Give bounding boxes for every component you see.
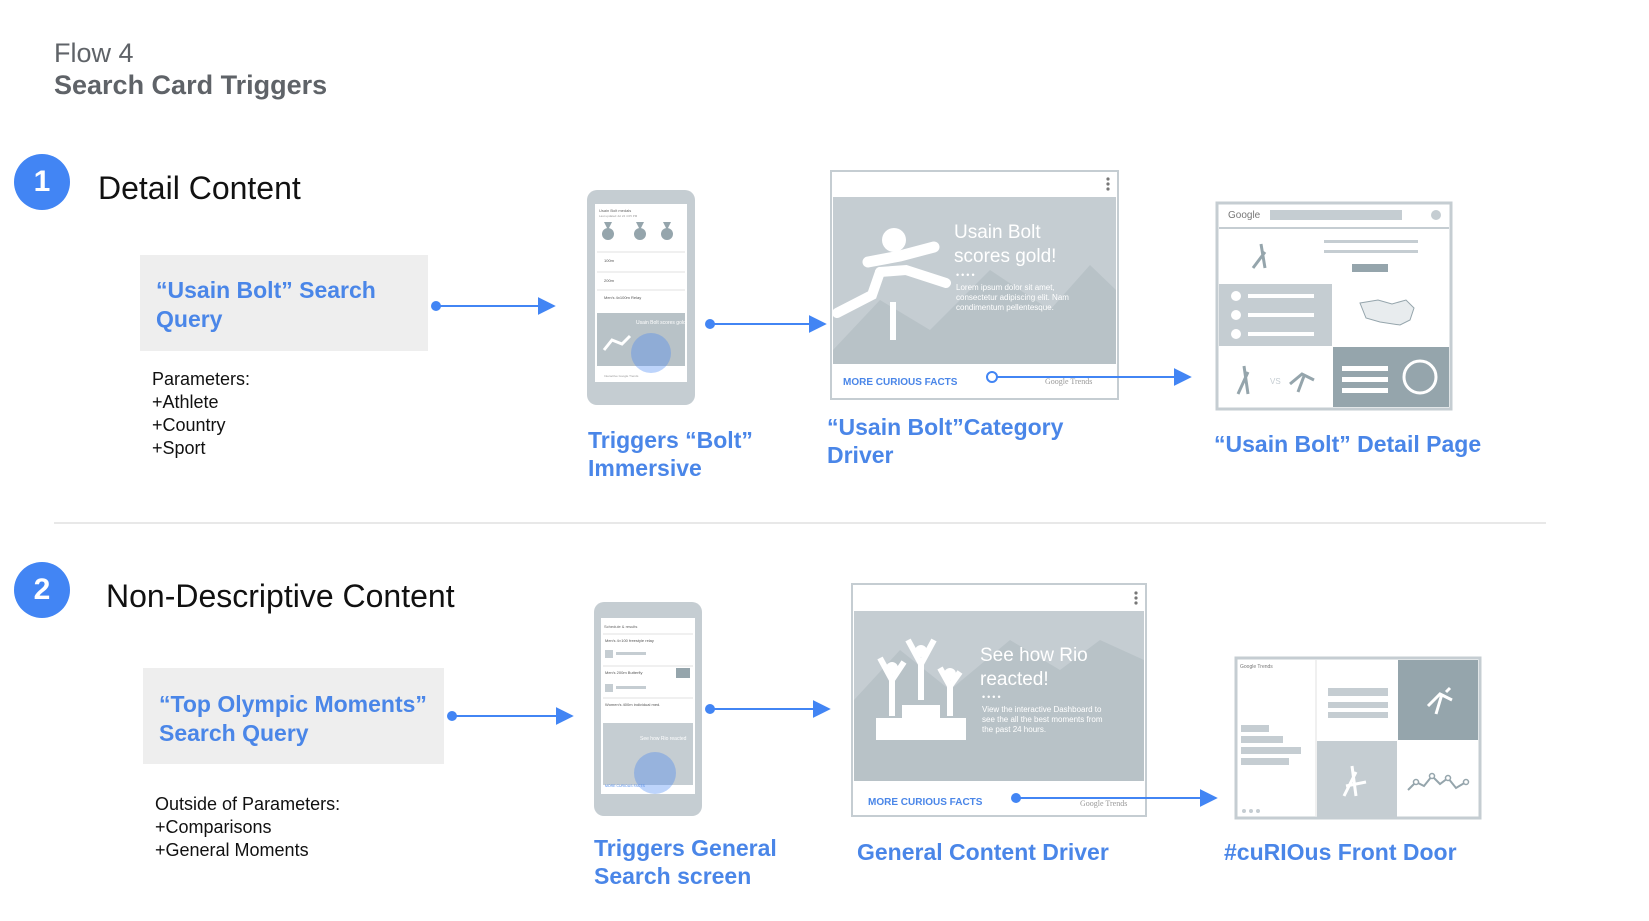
step-caption: Triggers “Bolt” Immersive: [588, 426, 753, 482]
phone-row: Men's 200m Butterfly: [605, 670, 642, 675]
step-caption: Triggers General Search screen: [594, 834, 777, 890]
caption-line: Immersive: [588, 455, 702, 481]
driver-headline: scores gold!: [954, 246, 1056, 267]
query-line: Search Query: [159, 720, 309, 746]
section-divider: [54, 522, 1546, 524]
phone-title: Usain Bolt medals: [599, 208, 631, 213]
runner-icon: [1426, 686, 1453, 715]
versus-label: VS: [1270, 377, 1281, 386]
parameter-item: +Country: [152, 415, 226, 435]
phone-row: 100m: [604, 258, 615, 263]
phone-row: Women's 400m individual med.: [605, 702, 660, 707]
caption-line: Triggers General: [594, 835, 777, 861]
podium-icon: [876, 638, 966, 740]
parameters-title: Outside of Parameters:: [155, 794, 341, 814]
athlete-icon: [1251, 243, 1267, 269]
phone-footer: MORE CURIOUS FACTS: [605, 784, 646, 788]
hurdler-icon: [602, 334, 632, 351]
google-trends-logo: Google Trends: [1240, 664, 1273, 670]
phone-title: Schedule & results: [604, 624, 637, 629]
parameters-list: Outside of Parameters: +Comparisons +Gen…: [155, 793, 340, 862]
touch-indicator: [634, 752, 676, 794]
medal-icon: [661, 228, 673, 240]
query-box: “Usain Bolt” Search Query: [140, 255, 428, 351]
touch-indicator: [631, 333, 671, 373]
driver-body: consectetur adipiscing elit. Nam: [956, 293, 1069, 302]
phone-footer: Interactive Google Trends: [604, 374, 639, 378]
more-options-icon: [1106, 187, 1110, 191]
phone-subtitle: Last updated Jul 24 4:05 PM: [599, 214, 638, 218]
parameter-item: +Athlete: [152, 392, 219, 412]
query-line: “Usain Bolt” Search: [156, 277, 376, 303]
step-number-badge: 1: [14, 154, 70, 210]
parameter-item: +Comparisons: [155, 817, 272, 837]
progress-ring: [1402, 359, 1438, 395]
phone-wireframe: Usain Bolt medals Last updated Jul 24 4:…: [587, 190, 695, 405]
us-map-icon: [1359, 299, 1415, 326]
step-caption: “Usain Bolt”Category Driver: [827, 413, 1063, 469]
driver-headline: reacted!: [980, 669, 1049, 690]
driver-headline: Usain Bolt: [954, 222, 1041, 243]
parameters-title: Parameters:: [152, 369, 251, 389]
parameter-item: +General Moments: [155, 840, 309, 860]
more-options-icon: [1134, 601, 1138, 605]
parameters-list: Parameters: +Athlete +Country +Sport: [152, 368, 250, 460]
google-logo: Google: [1228, 210, 1261, 221]
more-curious-facts-link[interactable]: MORE CURIOUS FACTS: [868, 797, 983, 808]
medal-icon: [602, 228, 614, 240]
driver-body: see the all the best moments from: [982, 715, 1103, 724]
phone-row: Men's 4×100 freestyle relay: [605, 638, 654, 643]
caption-line: “Usain Bolt”Category: [827, 414, 1064, 440]
caption-line: Driver: [827, 442, 894, 468]
phone-row: 200m: [604, 278, 615, 283]
query-line: “Top Olympic Moments”: [159, 691, 427, 717]
step-number-badge: 2: [14, 562, 70, 618]
athlete-icon: [1342, 765, 1367, 797]
driver-headline: See how Rio: [980, 645, 1088, 666]
caption-line: Search screen: [594, 863, 752, 889]
dots-divider: ••••: [956, 270, 977, 280]
category-driver-card: Usain Bolt scores gold! •••• Lorem ipsum…: [830, 170, 1119, 400]
parameter-item: +Sport: [152, 438, 206, 458]
caption-line: #cuRIOus Front Door: [1224, 839, 1457, 865]
phone-card-text: See how Rio reacted: [640, 736, 687, 742]
hurdler-icon: [1289, 372, 1315, 393]
front-door-wireframe: Google Trends: [1234, 656, 1482, 820]
step-caption: #cuRIOus Front Door: [1224, 838, 1457, 866]
detail-page-wireframe: Google VS: [1215, 201, 1453, 411]
phone-card-text: Usain Bolt scores gold!: [636, 320, 687, 326]
google-trends-logo: Google Trends: [1080, 799, 1127, 808]
driver-body: Lorem ipsum dolor sit amet,: [956, 283, 1055, 292]
phone-row: Men's 4x100m Relay: [604, 295, 641, 300]
section-heading: Non-Descriptive Content: [106, 578, 455, 614]
flow-label: Flow 4: [54, 38, 134, 68]
driver-body: View the interactive Dashboard to: [982, 705, 1102, 714]
caption-line: General Content Driver: [857, 839, 1109, 865]
caption-line: Triggers “Bolt”: [588, 427, 753, 453]
page-title: Search Card Triggers: [54, 70, 328, 100]
step-caption: General Content Driver: [857, 838, 1109, 866]
search-bar: [1270, 210, 1402, 220]
query-line: Query: [156, 306, 223, 332]
caption-line: “Usain Bolt” Detail Page: [1214, 431, 1482, 457]
hurdler-icon: [832, 228, 951, 340]
driver-body: the past 24 hours.: [982, 725, 1046, 734]
dots-divider: ••••: [982, 692, 1003, 702]
athlete-icon: [1236, 365, 1250, 395]
more-curious-facts-link[interactable]: MORE CURIOUS FACTS: [843, 377, 958, 388]
medal-icon: [634, 228, 646, 240]
section-heading: Detail Content: [98, 170, 301, 206]
driver-body: condimentum pellentesque.: [956, 303, 1054, 312]
step-caption: “Usain Bolt” Detail Page: [1214, 430, 1481, 458]
google-trends-logo: Google Trends: [1045, 377, 1092, 386]
phone-wireframe: Schedule & results Men's 4×100 freestyle…: [594, 602, 702, 816]
general-content-driver-card: See how Rio reacted! •••• View the inter…: [851, 583, 1147, 817]
query-box: “Top Olympic Moments” Search Query: [143, 668, 444, 764]
